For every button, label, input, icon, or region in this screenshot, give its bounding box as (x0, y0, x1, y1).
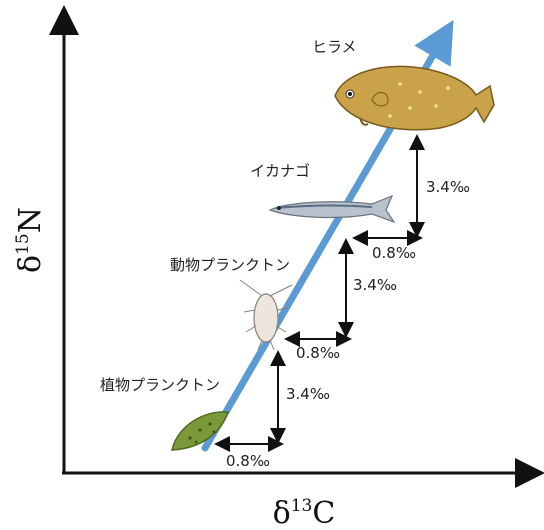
flounder-image (334, 65, 495, 131)
x-label-delta: δ (273, 496, 291, 530)
sand-lance-label: イカナゴ (250, 162, 310, 180)
n-step-label-3: 3.4‰ (426, 178, 470, 196)
y-label-delta: δ (13, 255, 48, 273)
c-step-label-2: 0.8‰ (296, 344, 340, 362)
y-label-sup: 15 (13, 233, 33, 255)
phytoplankton-image (171, 411, 230, 451)
y-axis-label: δ15N (13, 207, 48, 273)
n-step-label-1: 3.4‰ (286, 385, 330, 403)
phytoplankton-label: 植物プランクトン (100, 376, 220, 394)
x-axis-label: δ13C (273, 496, 336, 530)
c-step-label-1: 0.8‰ (226, 452, 270, 470)
c-step-label-3: 0.8‰ (372, 244, 416, 262)
x-label-sup: 13 (291, 496, 313, 516)
x-label-elem: C (312, 496, 335, 530)
flounder-label: ヒラメ (312, 38, 357, 56)
sand-lance-image (268, 194, 396, 224)
zooplankton-label: 動物プランクトン (170, 256, 290, 274)
zooplankton-image (239, 279, 293, 351)
y-label-elem: N (13, 207, 48, 233)
n-step-label-2: 3.4‰ (353, 276, 397, 294)
